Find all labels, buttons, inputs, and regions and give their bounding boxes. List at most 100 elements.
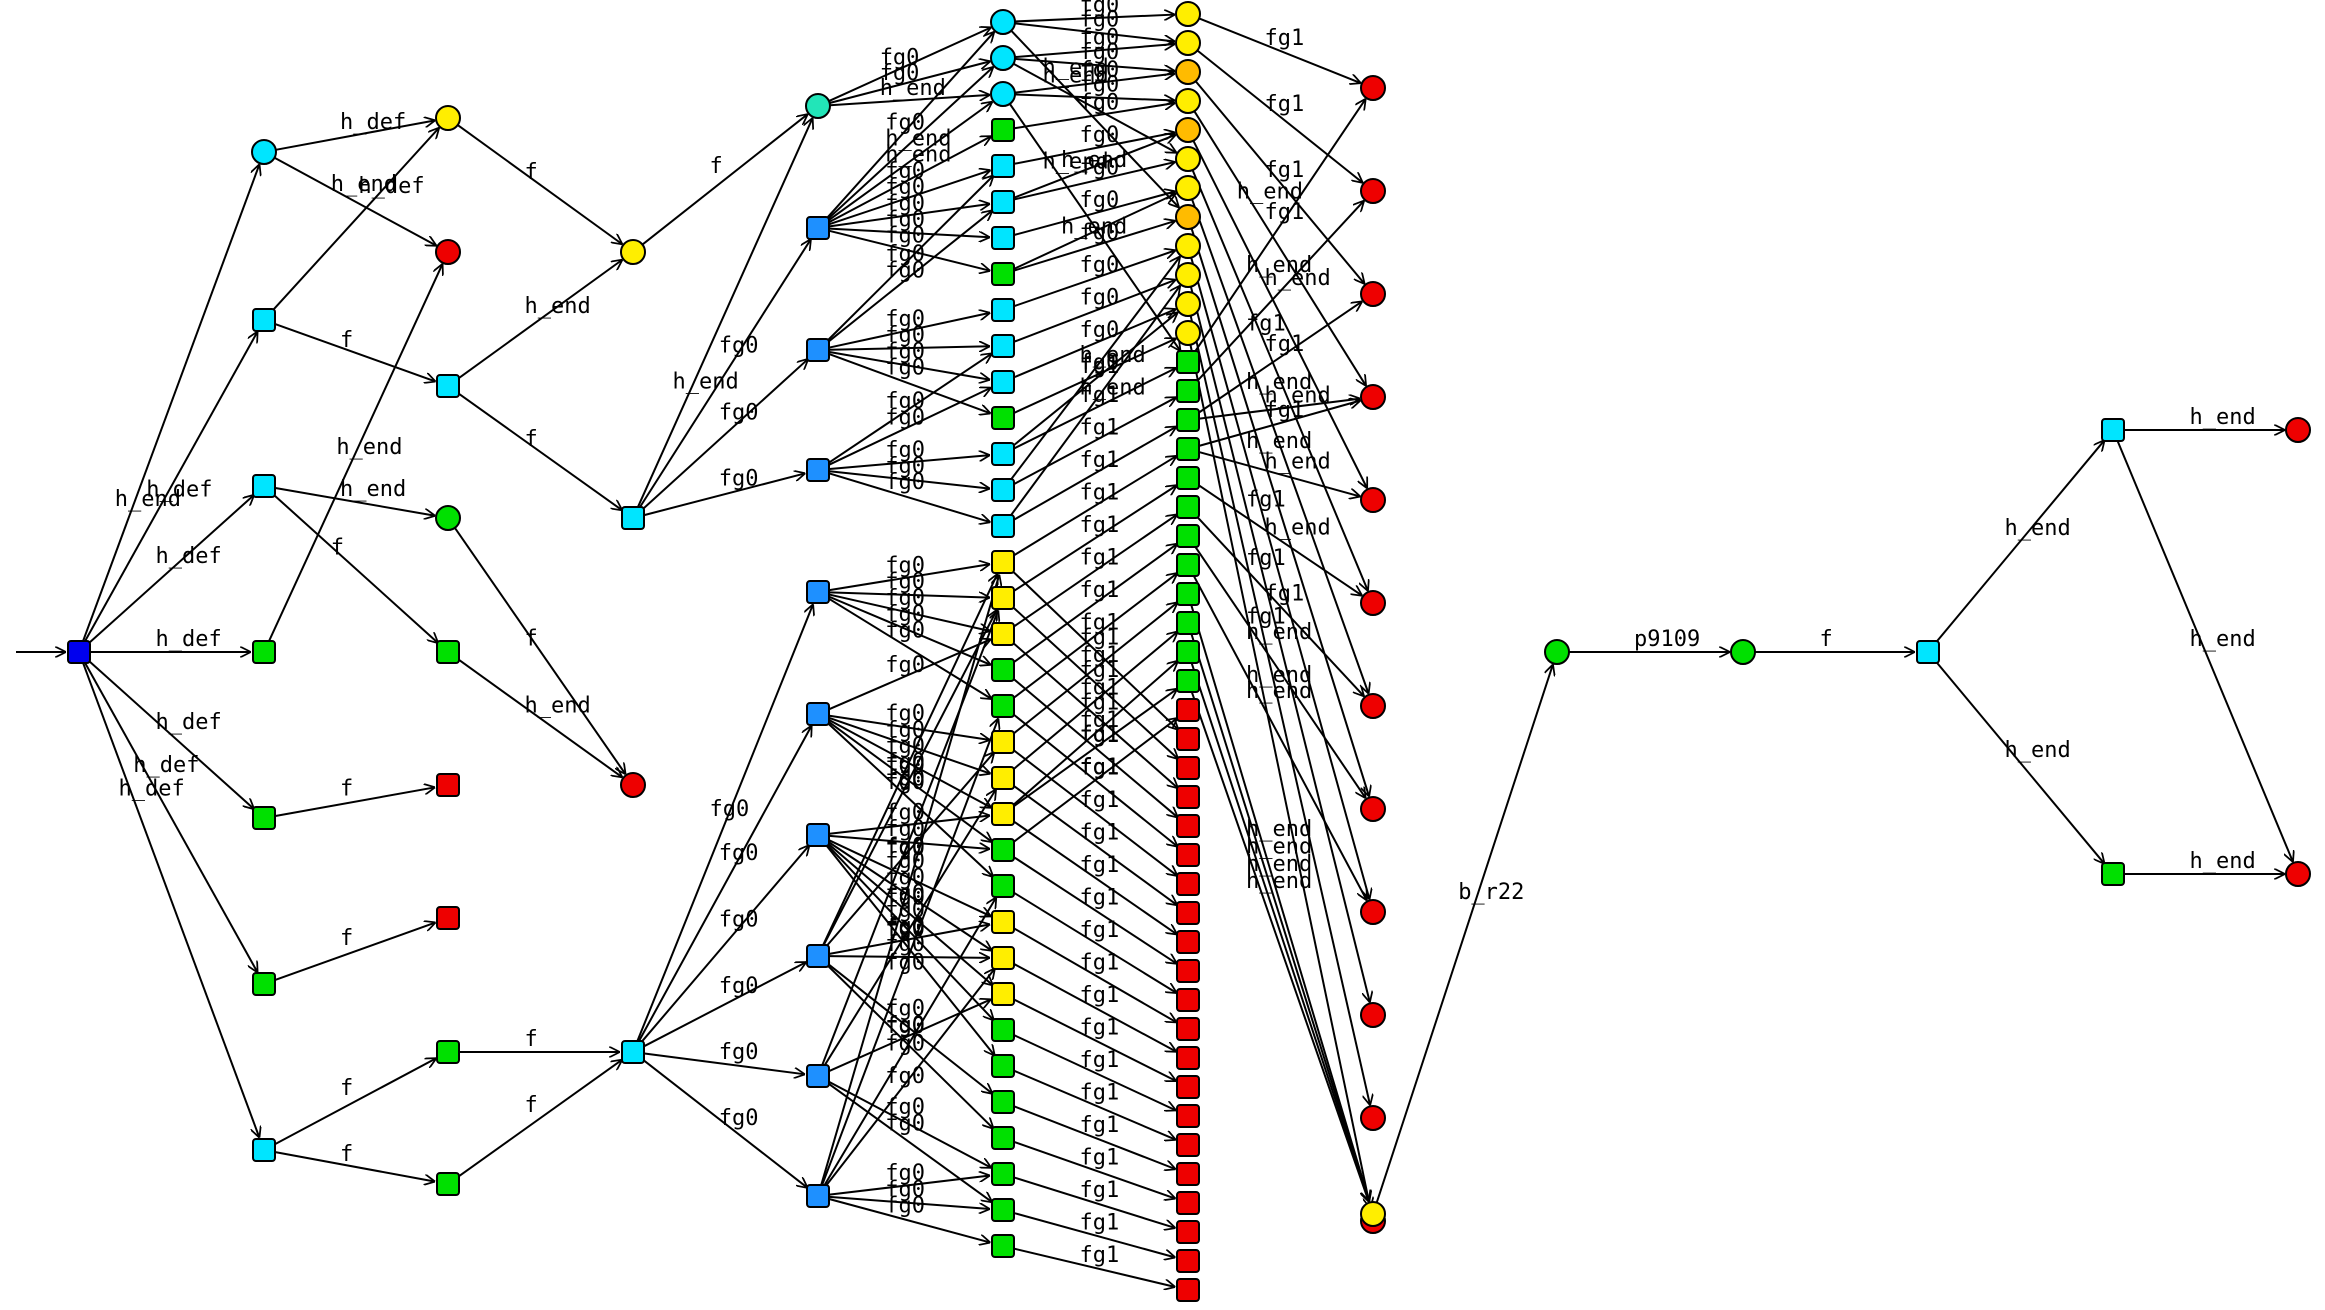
state-circle-r4[interactable] bbox=[1360, 487, 1386, 513]
state-square-a3[interactable] bbox=[252, 474, 276, 498]
state-circle-e1[interactable] bbox=[990, 45, 1016, 71]
state-square-g2[interactable] bbox=[1176, 408, 1200, 432]
state-circle-r9[interactable] bbox=[1360, 1002, 1386, 1028]
state-circle-r7[interactable] bbox=[1360, 796, 1386, 822]
state-circle-r2[interactable] bbox=[1360, 281, 1386, 307]
state-circle-r3[interactable] bbox=[1360, 384, 1386, 410]
state-circle-r10[interactable] bbox=[1360, 1105, 1386, 1131]
state-square-b9[interactable] bbox=[436, 1172, 460, 1196]
state-square-s3[interactable] bbox=[1916, 640, 1940, 664]
state-square-e31[interactable] bbox=[991, 1126, 1015, 1150]
state-square-e34[interactable] bbox=[991, 1234, 1015, 1258]
state-circle-a1[interactable] bbox=[251, 139, 277, 165]
state-square-a6[interactable] bbox=[252, 972, 276, 996]
state-circle-r6[interactable] bbox=[1360, 693, 1386, 719]
state-square-e23[interactable] bbox=[991, 838, 1015, 862]
state-square-h1[interactable] bbox=[1176, 727, 1200, 751]
state-circle-c1[interactable] bbox=[620, 239, 646, 265]
state-circle-b1[interactable] bbox=[435, 105, 461, 131]
state-square-g6[interactable] bbox=[1176, 524, 1200, 548]
state-square-s5[interactable] bbox=[2101, 862, 2125, 886]
state-square-e13[interactable] bbox=[991, 478, 1015, 502]
state-circle-e2[interactable] bbox=[990, 81, 1016, 107]
state-square-e10[interactable] bbox=[991, 370, 1015, 394]
state-square-g9[interactable] bbox=[1176, 611, 1200, 635]
state-square-h14[interactable] bbox=[1176, 1104, 1200, 1128]
state-square-h5[interactable] bbox=[1176, 843, 1200, 867]
state-square-h8[interactable] bbox=[1176, 930, 1200, 954]
state-square-e20[interactable] bbox=[991, 730, 1015, 754]
state-square-d9[interactable] bbox=[806, 1064, 830, 1088]
state-square-e22[interactable] bbox=[991, 802, 1015, 826]
state-square-d10[interactable] bbox=[806, 1184, 830, 1208]
state-square-e14[interactable] bbox=[991, 514, 1015, 538]
state-square-d2[interactable] bbox=[806, 216, 830, 240]
state-square-g7[interactable] bbox=[1176, 553, 1200, 577]
state-square-h18[interactable] bbox=[1176, 1220, 1200, 1244]
state-square-d3[interactable] bbox=[806, 338, 830, 362]
state-circle-f5[interactable] bbox=[1175, 146, 1201, 172]
state-square-d4[interactable] bbox=[806, 458, 830, 482]
state-circle-f10[interactable] bbox=[1175, 291, 1201, 317]
state-square-g0[interactable] bbox=[1176, 350, 1200, 374]
state-square-a2[interactable] bbox=[252, 308, 276, 332]
state-square-h15[interactable] bbox=[1176, 1133, 1200, 1157]
state-square-e11[interactable] bbox=[991, 406, 1015, 430]
state-square-d7[interactable] bbox=[806, 823, 830, 847]
state-square-h17[interactable] bbox=[1176, 1191, 1200, 1215]
state-circle-f1[interactable] bbox=[1175, 30, 1201, 56]
state-square-g5[interactable] bbox=[1176, 495, 1200, 519]
state-square-e6[interactable] bbox=[991, 226, 1015, 250]
state-square-e19[interactable] bbox=[991, 694, 1015, 718]
state-square-h13[interactable] bbox=[1176, 1075, 1200, 1099]
state-square-g4[interactable] bbox=[1176, 466, 1200, 490]
state-square-e17[interactable] bbox=[991, 622, 1015, 646]
state-circle-r8[interactable] bbox=[1360, 899, 1386, 925]
state-circle-f8[interactable] bbox=[1175, 233, 1201, 259]
state-square-e29[interactable] bbox=[991, 1054, 1015, 1078]
state-square-e8[interactable] bbox=[991, 298, 1015, 322]
state-square-b3[interactable] bbox=[436, 374, 460, 398]
state-square-e15[interactable] bbox=[991, 550, 1015, 574]
state-square-d6[interactable] bbox=[806, 702, 830, 726]
state-circle-b4[interactable] bbox=[435, 505, 461, 531]
state-circle-f6[interactable] bbox=[1175, 175, 1201, 201]
state-circle-d1[interactable] bbox=[805, 93, 831, 119]
state-circle-s2[interactable] bbox=[1730, 639, 1756, 665]
state-square-c4[interactable] bbox=[621, 1040, 645, 1064]
state-square-e9[interactable] bbox=[991, 334, 1015, 358]
state-square-h7[interactable] bbox=[1176, 901, 1200, 925]
state-circle-f4[interactable] bbox=[1175, 117, 1201, 143]
state-circle-b2[interactable] bbox=[435, 239, 461, 265]
state-square-e3[interactable] bbox=[991, 118, 1015, 142]
state-square-c2[interactable] bbox=[621, 506, 645, 530]
state-square-g11[interactable] bbox=[1176, 669, 1200, 693]
state-square-h12[interactable] bbox=[1176, 1046, 1200, 1070]
state-square-e16[interactable] bbox=[991, 586, 1015, 610]
state-square-e33[interactable] bbox=[991, 1198, 1015, 1222]
state-square-root[interactable] bbox=[67, 640, 91, 664]
state-square-g1[interactable] bbox=[1176, 379, 1200, 403]
state-circle-f2[interactable] bbox=[1175, 59, 1201, 85]
state-square-h16[interactable] bbox=[1176, 1162, 1200, 1186]
state-square-h10[interactable] bbox=[1176, 988, 1200, 1012]
state-square-e27[interactable] bbox=[991, 982, 1015, 1006]
state-circle-r5[interactable] bbox=[1360, 590, 1386, 616]
state-circle-s7[interactable] bbox=[2285, 861, 2311, 887]
state-square-a7[interactable] bbox=[252, 1138, 276, 1162]
state-square-e26[interactable] bbox=[991, 946, 1015, 970]
state-square-a4[interactable] bbox=[252, 640, 276, 664]
state-circle-f11[interactable] bbox=[1175, 320, 1201, 346]
state-square-e28[interactable] bbox=[991, 1018, 1015, 1042]
state-circle-f0[interactable] bbox=[1175, 1, 1201, 27]
state-square-h11[interactable] bbox=[1176, 1017, 1200, 1041]
state-square-e21[interactable] bbox=[991, 766, 1015, 790]
state-square-e12[interactable] bbox=[991, 442, 1015, 466]
state-square-h4[interactable] bbox=[1176, 814, 1200, 838]
state-square-e32[interactable] bbox=[991, 1162, 1015, 1186]
state-square-e7[interactable] bbox=[991, 262, 1015, 286]
state-square-d8[interactable] bbox=[806, 944, 830, 968]
state-square-e5[interactable] bbox=[991, 190, 1015, 214]
state-square-d5[interactable] bbox=[806, 580, 830, 604]
state-circle-r1[interactable] bbox=[1360, 178, 1386, 204]
